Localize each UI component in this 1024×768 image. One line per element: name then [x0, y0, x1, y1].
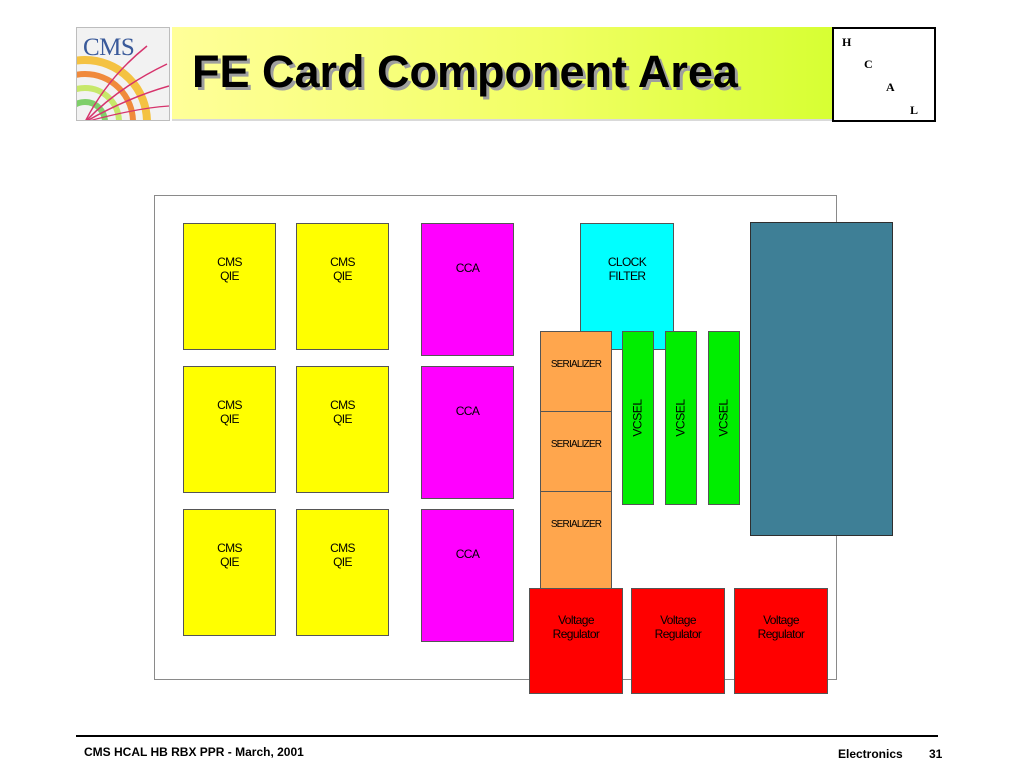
footer-section: Electronics — [838, 747, 903, 761]
hcal-letter-c: C — [864, 57, 873, 71]
qie-chip: CMS QIE — [183, 223, 276, 350]
vcsel: VCSEL — [665, 331, 697, 505]
serializer: SERIALIZER — [540, 491, 612, 589]
voltage-regulator: Voltage Regulator — [734, 588, 828, 694]
qie-chip: CMS QIE — [296, 223, 389, 350]
cca-chip: CCA — [421, 366, 514, 499]
qie-chip: CMS QIE — [183, 509, 276, 636]
cms-logo-graphic — [77, 45, 169, 120]
title-banner: FE Card Component Area — [172, 27, 832, 121]
hcal-letter-h: H — [842, 35, 852, 49]
vcsel: VCSEL — [622, 331, 654, 505]
cca-chip: CCA — [421, 509, 514, 642]
vcsel-label: VCSEL — [717, 399, 732, 437]
connector-block — [750, 222, 893, 536]
cms-logo: CMS — [76, 27, 170, 121]
clock-filter: CLOCK FILTER — [580, 223, 674, 350]
footer-divider — [76, 735, 938, 737]
fe-card-board: CMS QIE CMS QIE CMS QIE CMS QIE CMS QIE … — [154, 195, 837, 694]
hcal-letter-l: L — [910, 103, 919, 117]
vcsel-label: VCSEL — [674, 399, 689, 437]
voltage-regulator: Voltage Regulator — [631, 588, 725, 694]
voltage-regulator: Voltage Regulator — [529, 588, 623, 694]
logo-text: CMS — [83, 34, 135, 61]
qie-chip: CMS QIE — [296, 509, 389, 636]
hcal-letter-a: A — [886, 80, 895, 94]
hcal-badge: H C A L — [832, 27, 936, 122]
footer-page-number: 31 — [929, 747, 943, 761]
footer-left-text: CMS HCAL HB RBX PPR - March, 2001 — [84, 745, 304, 759]
page-title: FE Card Component Area — [192, 46, 738, 97]
vcsel: VCSEL — [708, 331, 740, 505]
qie-chip: CMS QIE — [296, 366, 389, 493]
qie-chip: CMS QIE — [183, 366, 276, 493]
cca-chip: CCA — [421, 223, 514, 356]
vcsel-label: VCSEL — [631, 399, 646, 437]
